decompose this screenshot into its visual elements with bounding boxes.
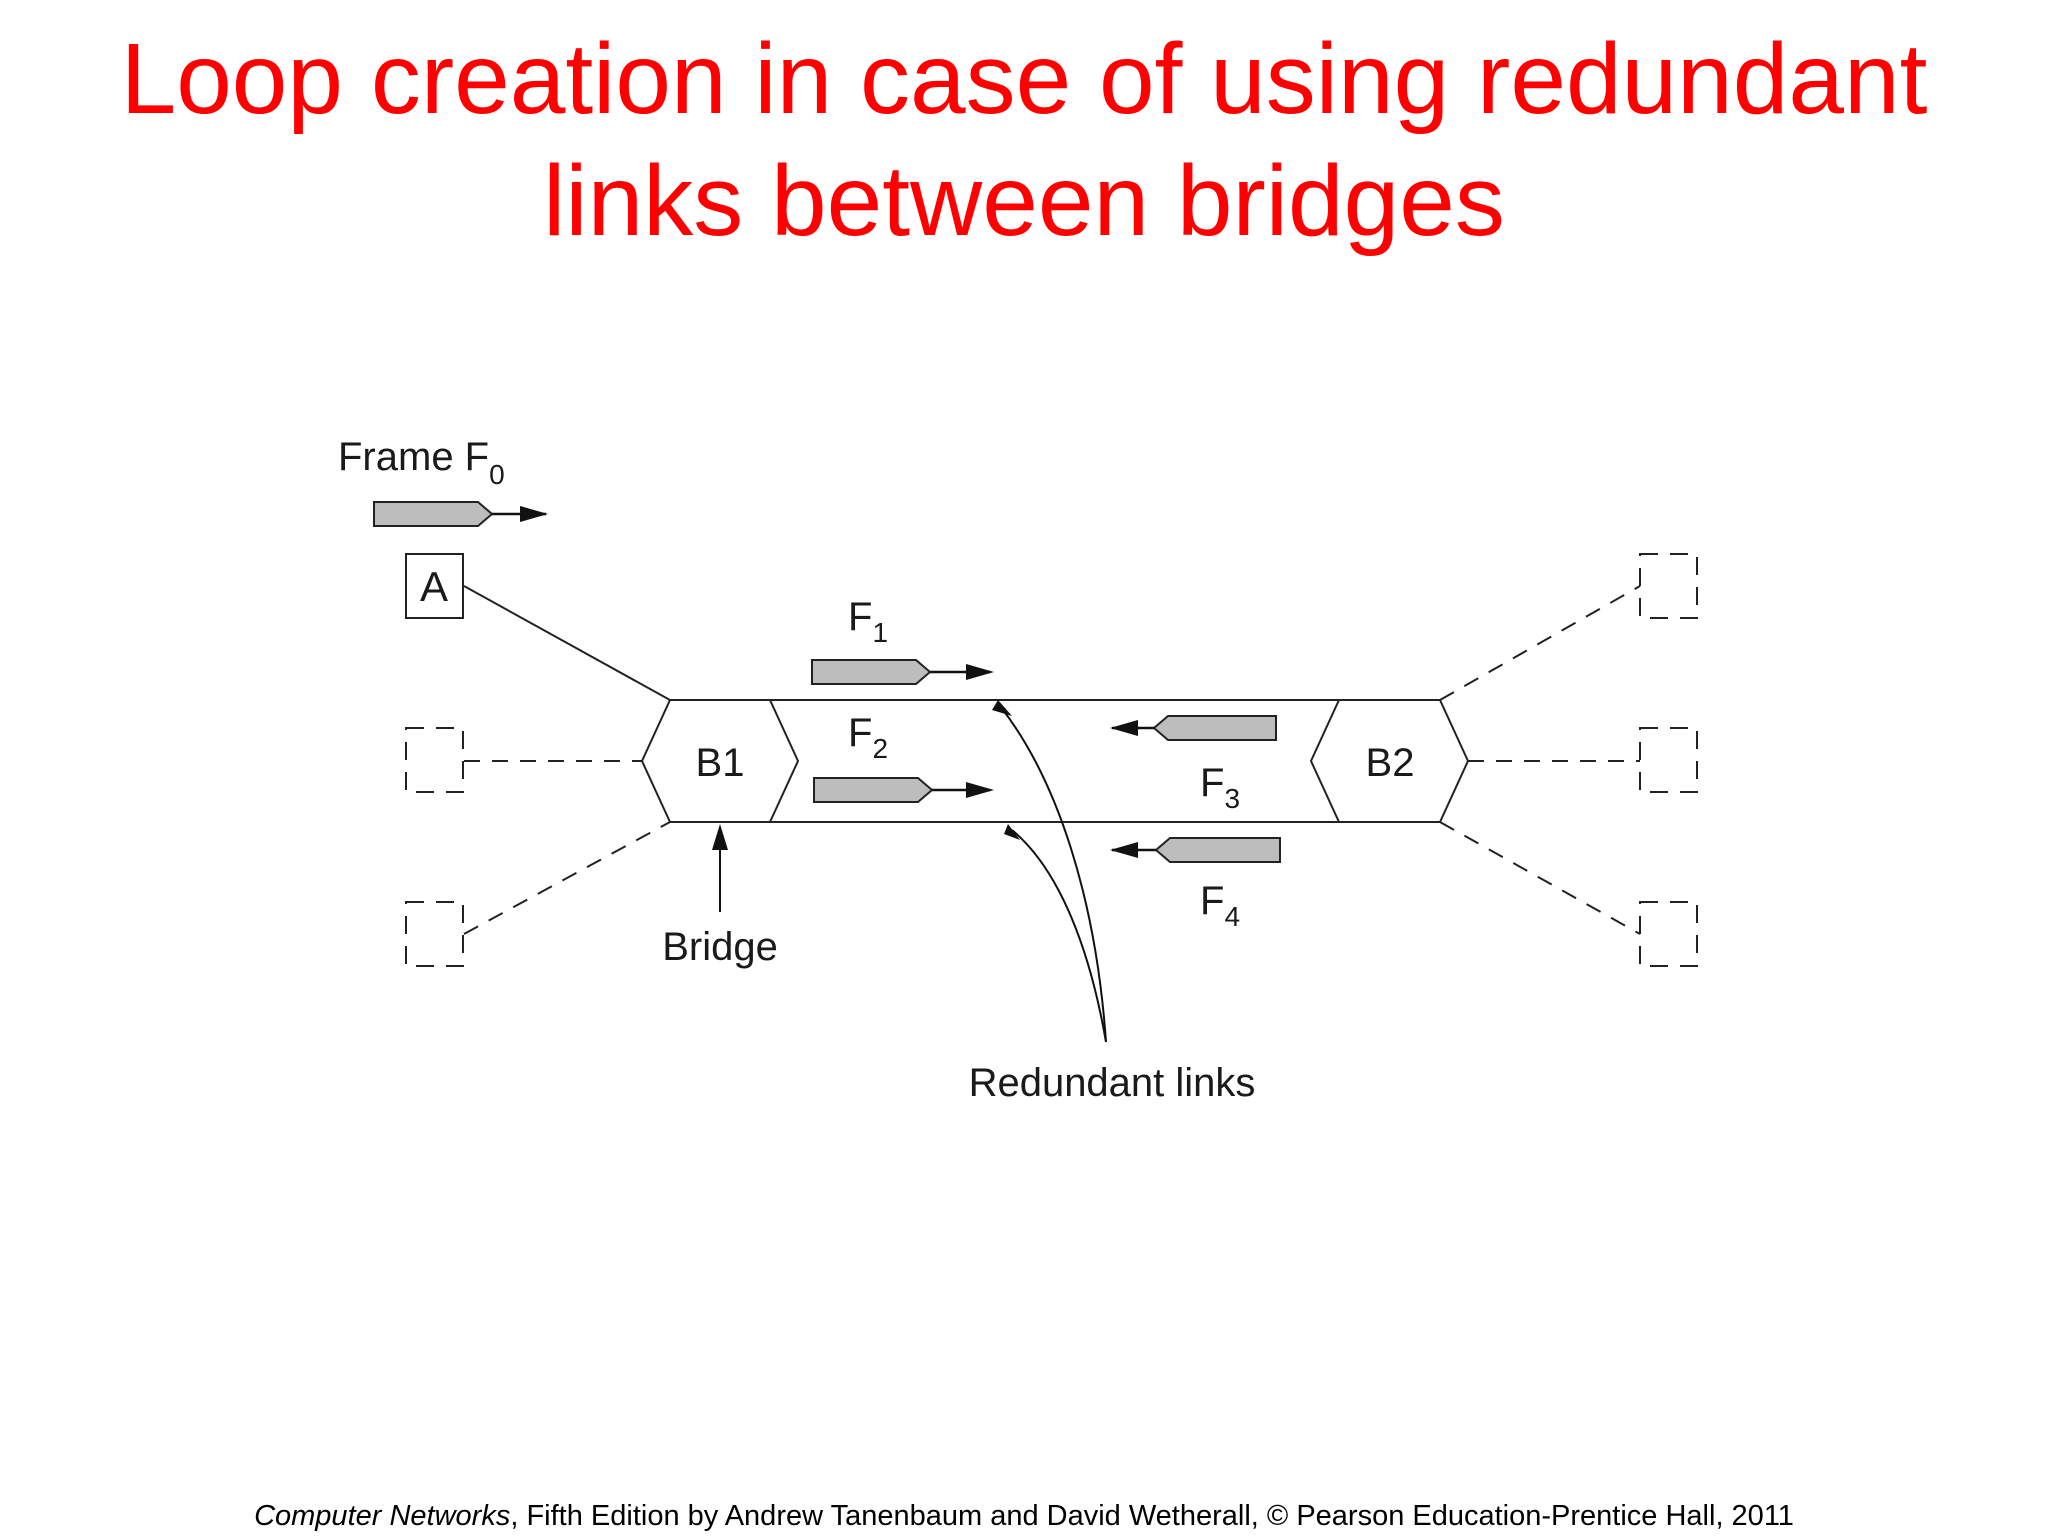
slide-title: Loop creation in case of using redundant… bbox=[0, 18, 2048, 262]
dashed-host-left-middle bbox=[405, 727, 464, 793]
frame-f2-label: F2 bbox=[848, 711, 888, 764]
dashed-host-left-bottom bbox=[405, 901, 464, 967]
redundant-links-label: Redundant links bbox=[969, 1061, 1256, 1105]
redundant-links-arrows bbox=[992, 700, 1107, 1043]
frame-f3-packet bbox=[1110, 715, 1277, 741]
frame-f0-label: Frame F0 bbox=[338, 435, 505, 490]
frame-f1-packet bbox=[811, 659, 994, 685]
host-a: A bbox=[405, 553, 464, 619]
bridge-b1-label: B1 bbox=[696, 741, 745, 785]
bridge-b2-label: B2 bbox=[1366, 741, 1415, 785]
frame-f4-packet bbox=[1110, 837, 1281, 863]
footer-book-title: Computer Networks bbox=[254, 1500, 511, 1532]
dashed-host-right-top bbox=[1639, 553, 1698, 619]
dashed-link-right-bottom bbox=[1439, 821, 1641, 935]
footer-citation-rest: , Fifth Edition by Andrew Tanenbaum and … bbox=[510, 1500, 1794, 1532]
dashed-link-right-top bbox=[1439, 585, 1641, 701]
bridge-b2: B2 bbox=[1309, 699, 1470, 823]
dashed-host-right-middle bbox=[1639, 727, 1698, 793]
frame-f4-label: F4 bbox=[1200, 879, 1240, 932]
frame-f2-packet bbox=[813, 777, 994, 803]
slide-title-line-2: links between bridges bbox=[543, 145, 1505, 257]
link-a-b1 bbox=[463, 585, 671, 701]
bridge-b1: B1 bbox=[640, 699, 800, 823]
dashed-link-left-bottom bbox=[463, 821, 671, 935]
bridge-label: Bridge bbox=[662, 925, 778, 969]
frame-f1-label: F1 bbox=[848, 595, 888, 648]
bridge-pointer-arrow bbox=[712, 824, 728, 912]
slide-title-line-1: Loop creation in case of using redundant bbox=[120, 23, 1928, 135]
host-a-label: A bbox=[420, 563, 448, 610]
dashed-host-right-bottom bbox=[1639, 901, 1698, 967]
frame-f3-label: F3 bbox=[1200, 761, 1240, 814]
footer-citation: Computer Networks, Fifth Edition by Andr… bbox=[0, 1500, 2048, 1533]
frame-f0-packet bbox=[373, 501, 548, 527]
